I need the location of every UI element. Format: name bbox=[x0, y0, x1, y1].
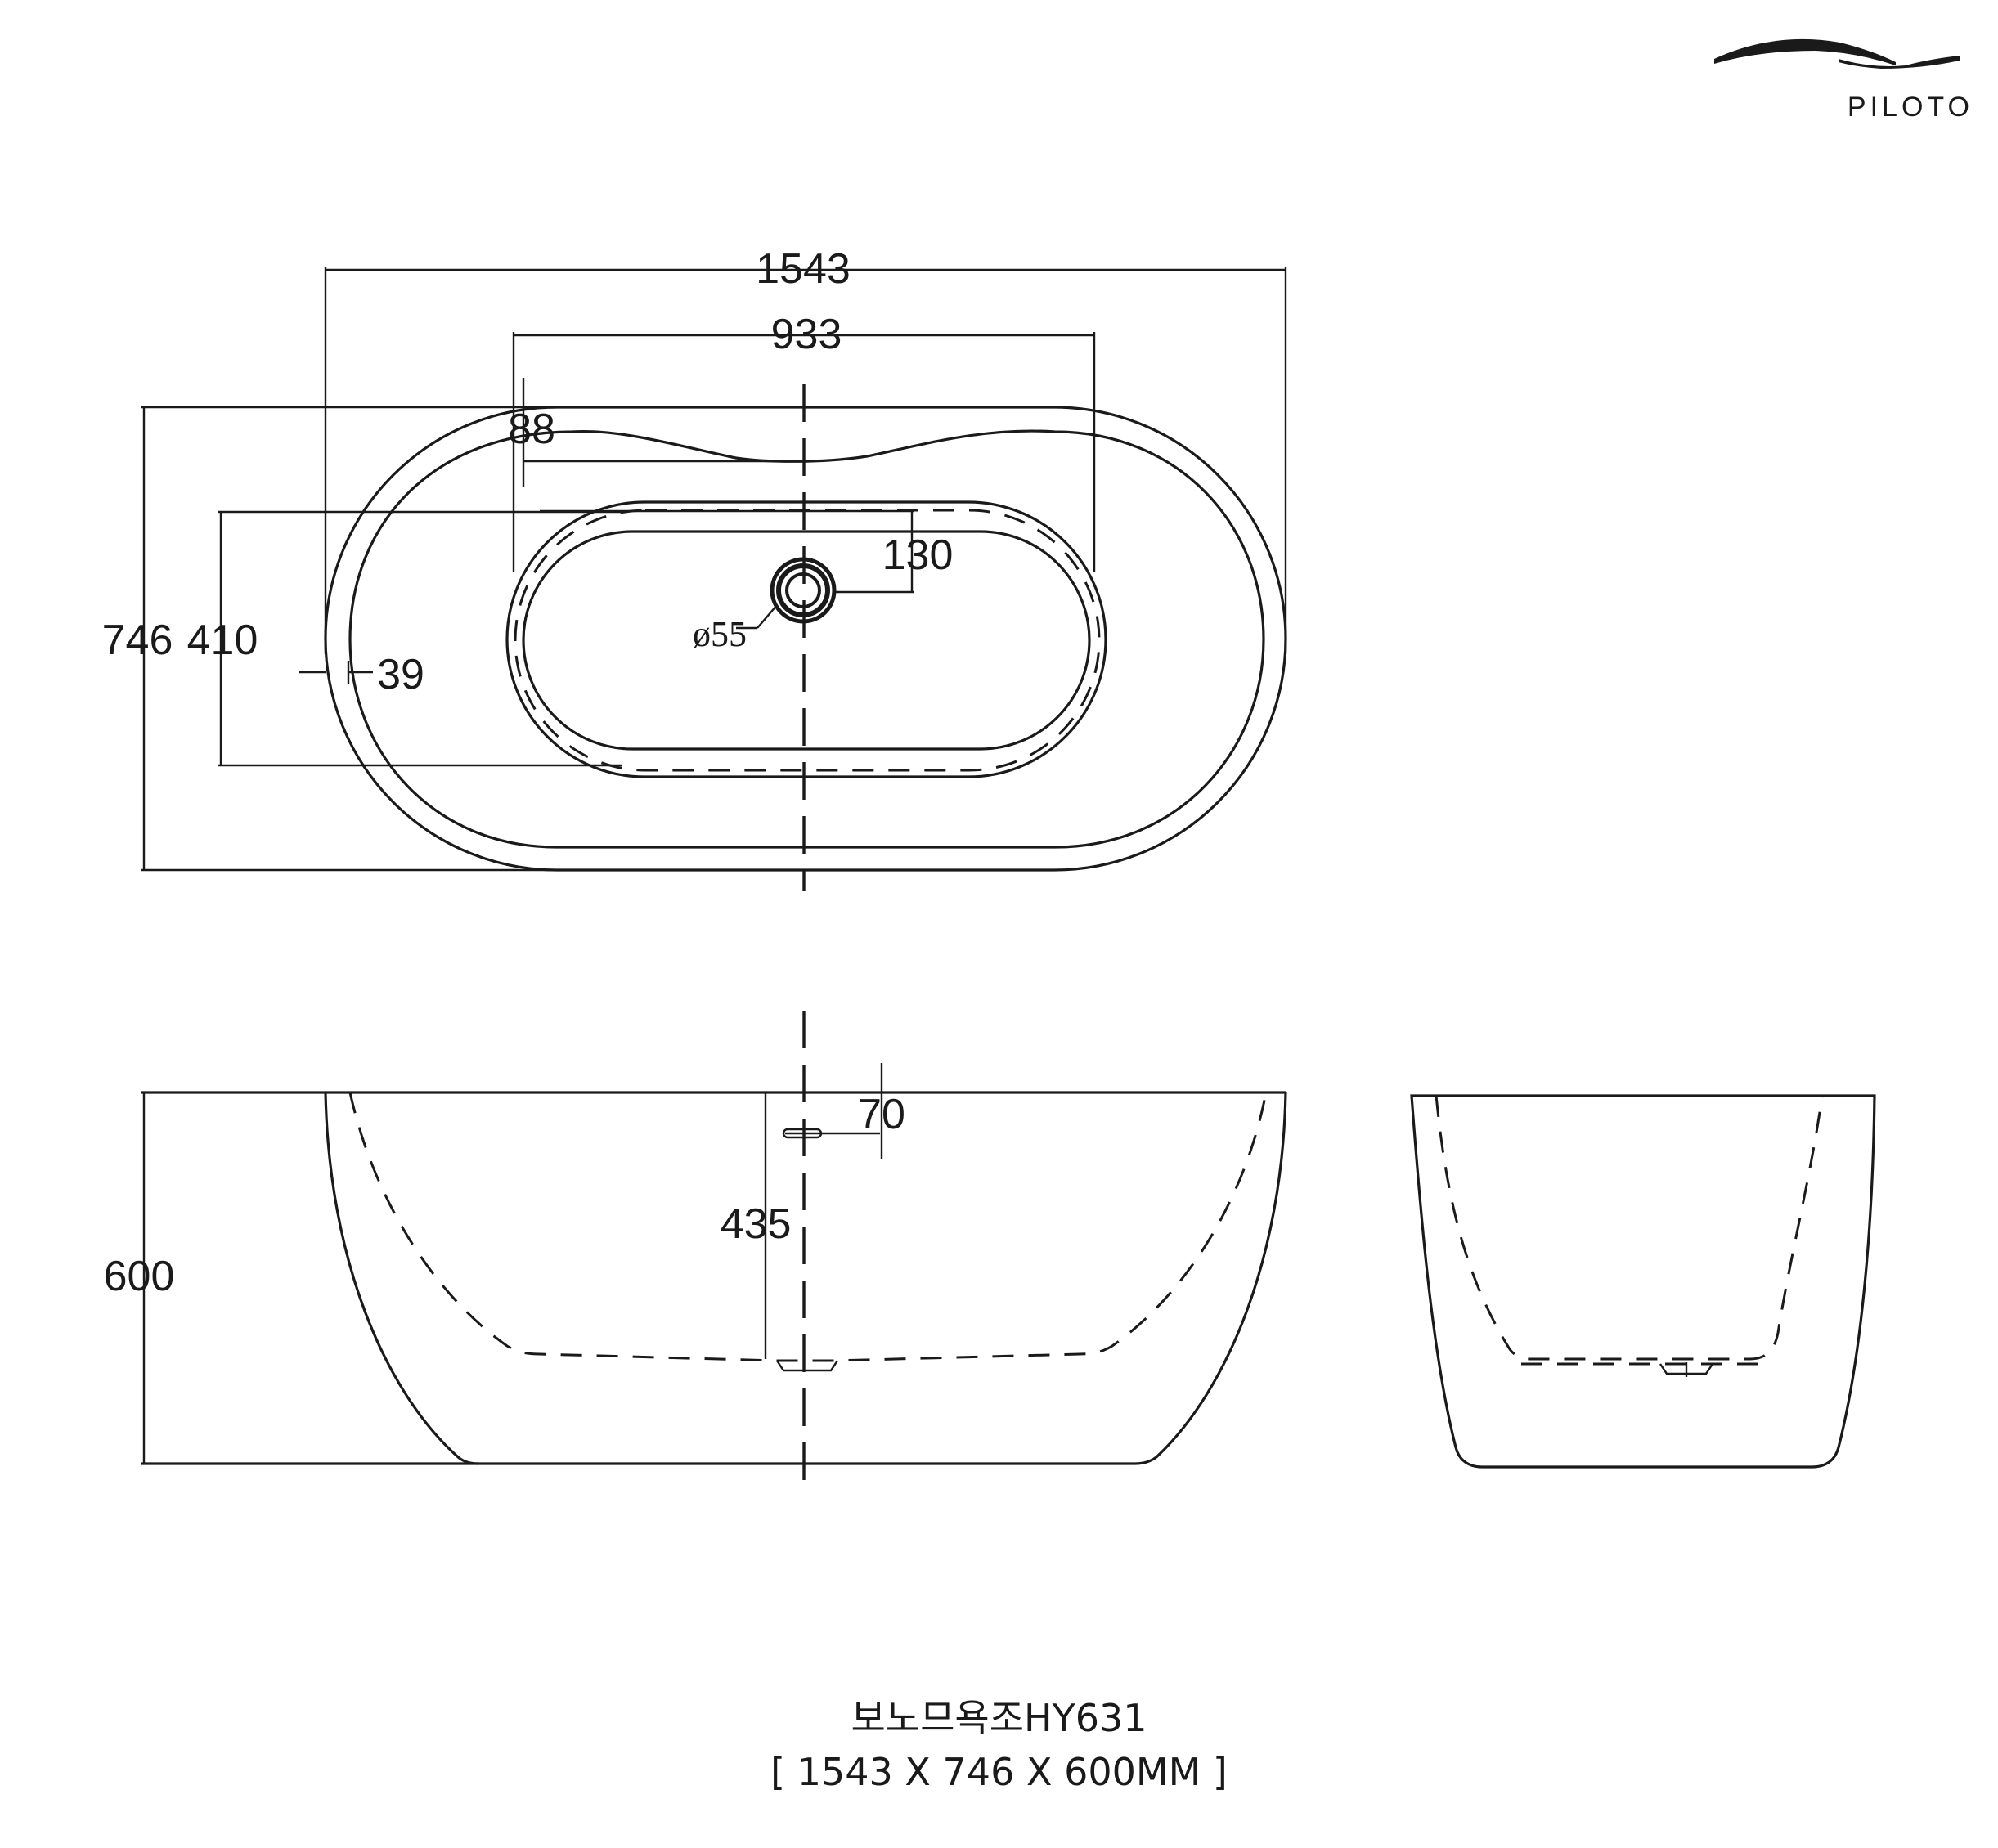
drain-diameter-label: ø55 bbox=[693, 614, 747, 654]
inner-depth-label: 435 bbox=[721, 1200, 792, 1248]
side-shell-outline bbox=[1410, 1094, 1876, 1469]
front-shell-outline bbox=[324, 1092, 1287, 1465]
wave-logo bbox=[1714, 38, 1960, 69]
basin-floor-outline bbox=[522, 530, 1091, 751]
inner-width-label: 410 bbox=[187, 617, 258, 664]
outer-rim-outline bbox=[324, 406, 1287, 872]
overall-height-label: 600 bbox=[104, 1253, 175, 1300]
side-view bbox=[1410, 1094, 1876, 1469]
wall-thickness-label: 39 bbox=[377, 651, 424, 698]
drain-offset-label: 130 bbox=[882, 532, 954, 579]
inner-rim-outline bbox=[348, 429, 1265, 849]
front-view: 600 435 70 bbox=[104, 1011, 1287, 1496]
top-view: 1543 933 88 130 ø55 746 410 39 bbox=[102, 245, 1287, 891]
inner-length-label: 933 bbox=[771, 311, 842, 358]
brand-name: PILOTO bbox=[1847, 92, 1973, 123]
overall-length-label: 1543 bbox=[756, 245, 851, 293]
overflow-offset-label: 70 bbox=[858, 1091, 905, 1138]
product-title: 보노므욕조HY631 bbox=[851, 1696, 1147, 1740]
overall-width-label: 746 bbox=[102, 617, 173, 664]
product-size: [ 1543 X 746 X 600MM ] bbox=[770, 1750, 1228, 1794]
rim-offset-label: 88 bbox=[508, 406, 555, 453]
